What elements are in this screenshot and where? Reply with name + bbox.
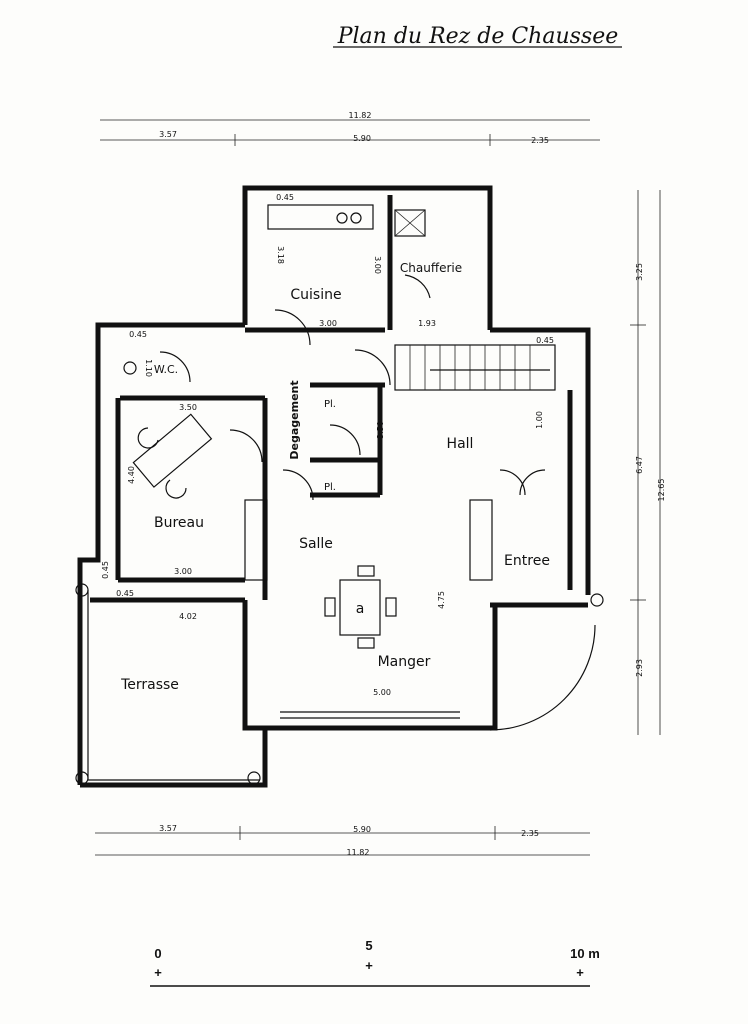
dim-bottom-right: 2.35 — [521, 829, 539, 838]
room-cuisine: Cuisine — [290, 287, 341, 303]
scale-tick-10: + — [576, 965, 584, 980]
room-entree: Entree — [504, 553, 550, 569]
dim-wc-small: 0.45 — [129, 330, 147, 339]
dim-wc-height: 1.10 — [144, 359, 153, 377]
dim-top-left: 3.57 — [159, 130, 177, 139]
kitchen-fixtures — [267, 204, 426, 237]
dim-degag-height: 3.50 — [376, 421, 385, 439]
top-dimensions: 11.82 3.57 5.90 2.35 — [100, 111, 600, 146]
dim-top-total: 11.82 — [349, 111, 372, 120]
dim-terrasse-width: 4.02 — [179, 612, 197, 621]
interior-dimensions: 0.45 3.18 3.00 3.00 1.93 0.45 1.10 0.45 … — [101, 193, 554, 697]
dim-kitchen-small: 0.45 — [276, 193, 294, 202]
dim-chauff-height: 3.00 — [373, 256, 382, 274]
dim-bottom-left: 3.57 — [159, 824, 177, 833]
dim-right-bottom: 2.93 — [635, 659, 644, 677]
room-placard-2: Pl. — [324, 482, 336, 493]
table-mark: a — [356, 601, 365, 617]
dim-right-total: 12.65 — [657, 479, 666, 502]
scale-bar: 0 5 10 m + + + — [150, 938, 600, 987]
dim-manger-width: 5.00 — [373, 688, 391, 697]
dim-right-top: 3.25 — [635, 263, 644, 281]
dim-bottom-mid: 5.90 — [353, 825, 371, 834]
dim-bureau-small2: 0.45 — [116, 589, 134, 598]
columns — [75, 361, 604, 785]
dim-salle-height: 4.75 — [437, 591, 446, 609]
room-terrasse: Terrasse — [120, 677, 179, 693]
dim-kitchen-height: 3.18 — [276, 246, 285, 264]
scale-label-5: 5 — [365, 938, 372, 953]
room-placard-1: Pl. — [324, 399, 336, 410]
dim-bureau-bottom: 3.00 — [174, 567, 192, 576]
scale-label-10: 10 m — [570, 946, 600, 961]
room-chaufferie: Chaufferie — [400, 261, 462, 275]
dim-bottom-total: 11.82 — [347, 848, 370, 857]
staircase — [394, 344, 556, 391]
dining-table: a — [324, 565, 397, 649]
scale-tick-0: + — [154, 965, 162, 980]
dim-right-small: 0.45 — [536, 336, 554, 345]
dim-top-right: 2.35 — [531, 136, 549, 145]
dim-hall-small: 1.00 — [535, 411, 544, 429]
dim-right-mid: 6.47 — [635, 456, 644, 474]
room-degagement: Degagement — [288, 380, 301, 459]
scale-label-0: 0 — [154, 946, 161, 961]
room-salle: Salle — [299, 536, 333, 552]
dim-bureau-small: 0.45 — [101, 561, 110, 579]
room-hall: Hall — [447, 436, 474, 452]
dim-chauff-width: 1.93 — [418, 319, 436, 328]
scale-tick-5: + — [365, 958, 373, 973]
doors — [159, 274, 596, 731]
room-wc: W.C. — [154, 363, 178, 376]
room-bureau: Bureau — [154, 515, 204, 531]
dim-bureau-width: 3.50 — [179, 403, 197, 412]
desk-furniture — [132, 413, 213, 499]
plan-title: Plan du Rez de Chaussee — [337, 24, 619, 49]
dim-kitchen-width: 3.00 — [319, 319, 337, 328]
dim-bureau-height: 4.40 — [127, 466, 136, 484]
bottom-dimensions: 3.57 5.90 2.35 11.82 — [95, 824, 590, 857]
dim-top-mid: 5.90 — [353, 134, 371, 143]
right-dimensions: 3.25 6.47 12.65 2.93 — [630, 190, 666, 735]
room-manger: Manger — [378, 654, 431, 670]
